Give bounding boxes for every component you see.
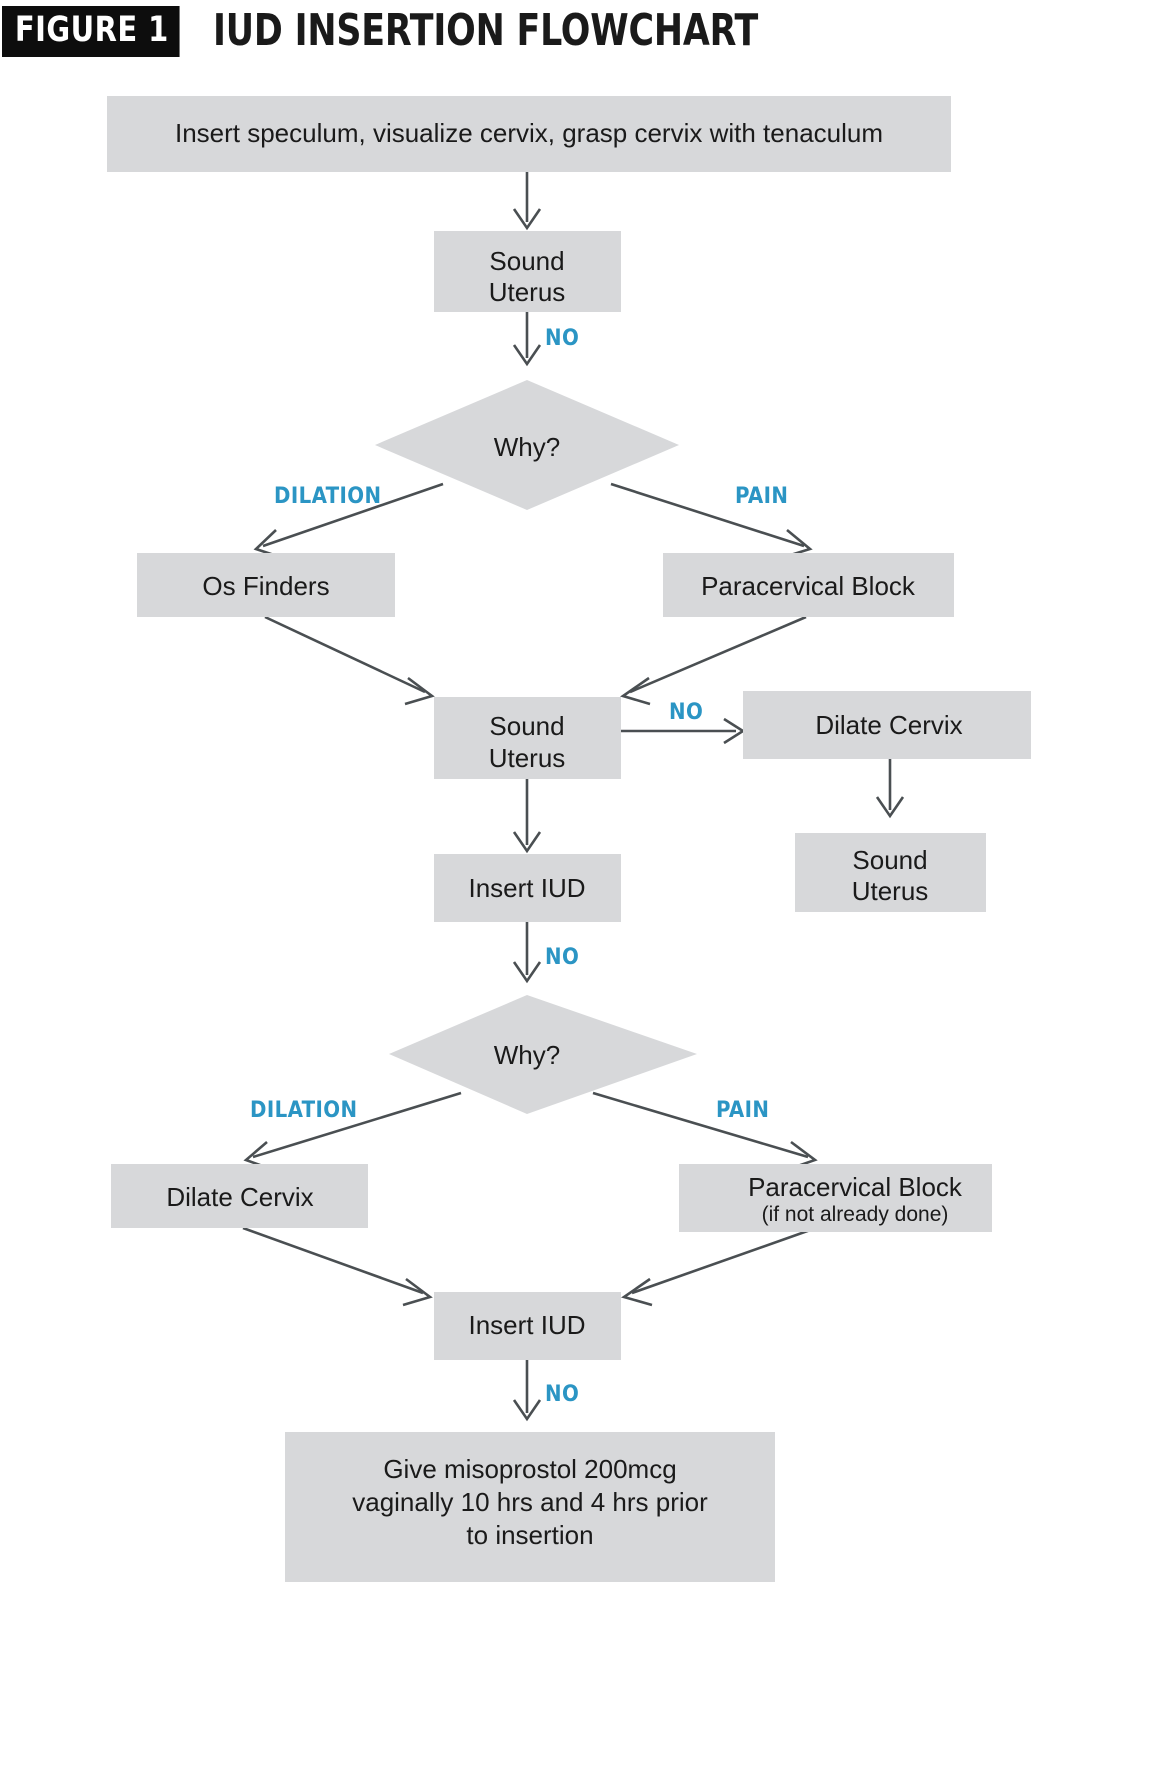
edge-n2-n3	[512, 312, 542, 367]
edge-n10-n12	[592, 1091, 818, 1171]
node-insert-iud-2: Insert IUD	[434, 1292, 621, 1360]
node-label-n9: Insert IUD	[468, 873, 585, 903]
node-label-n6-line1: Sound	[489, 711, 564, 741]
node-why-2: Why?	[389, 995, 697, 1114]
node-insert-speculum: Insert speculum, visualize cervix, grasp…	[107, 96, 951, 172]
node-dilate-cervix-2: Dilate Cervix	[111, 1164, 368, 1228]
edge-n7-n8	[875, 759, 905, 819]
node-label-n4: Os Finders	[202, 571, 329, 601]
node-label-n12: Paracervical Block	[748, 1172, 963, 1202]
node-label-n5: Paracervical Block	[701, 571, 916, 601]
edge-label-pain-2: PAIN	[716, 1098, 769, 1123]
node-dilate-cervix-1: Dilate Cervix	[743, 691, 1031, 759]
edge-layer	[242, 172, 905, 1422]
node-sublabel-n12: (if not already done)	[762, 1203, 949, 1226]
node-label-n3: Why?	[494, 432, 560, 462]
page-title: IUD INSERTION FLOWCHART	[213, 5, 759, 56]
edge-n5-n6	[620, 615, 807, 706]
node-label-n2-line2: Uterus	[489, 277, 566, 307]
node-label-n14-line3: to insertion	[466, 1520, 593, 1550]
node-sound-uterus-3: Sound Uterus	[795, 833, 986, 912]
edge-n9-n10	[512, 922, 542, 984]
edge-n1-n2	[512, 172, 542, 231]
node-label-n8-line1: Sound	[852, 845, 927, 875]
edge-label-no-3: NO	[545, 945, 579, 970]
edge-label-layer: NO DILATION PAIN NO NO DILATION PAIN NO	[250, 326, 788, 1407]
edge-label-no-4: NO	[545, 1382, 579, 1407]
node-label-n11: Dilate Cervix	[166, 1182, 313, 1212]
edge-label-no-2: NO	[669, 700, 703, 725]
node-label-n8-line2: Uterus	[852, 876, 929, 906]
node-label-n13: Insert IUD	[468, 1310, 585, 1340]
edge-label-dilation-1: DILATION	[274, 484, 381, 509]
node-why-1: Why?	[375, 380, 679, 510]
node-paracervical-block-1: Paracervical Block	[663, 553, 954, 617]
node-label-n6-line2: Uterus	[489, 743, 566, 773]
node-label-n7: Dilate Cervix	[815, 710, 962, 740]
node-label-n1: Insert speculum, visualize cervix, grasp…	[175, 118, 883, 148]
node-sound-uterus-2: Sound Uterus	[434, 697, 621, 779]
figure-header: FIGURE 1 IUD INSERTION FLOWCHART	[0, 0, 1171, 62]
edge-n11-n13	[242, 1226, 433, 1307]
node-sound-uterus-1: Sound Uterus	[434, 231, 621, 312]
edge-n4-n6	[264, 615, 435, 706]
edge-label-dilation-2: DILATION	[250, 1098, 357, 1123]
node-label-n2-line1: Sound	[489, 246, 564, 276]
node-os-finders: Os Finders	[137, 553, 395, 617]
edge-n13-n14	[512, 1360, 542, 1422]
node-give-misoprostol: Give misoprostol 200mcg vaginally 10 hrs…	[285, 1432, 775, 1582]
figure-number-badge: FIGURE 1	[2, 5, 180, 57]
edge-n6-n9	[512, 779, 542, 854]
node-label-n14-line2: vaginally 10 hrs and 4 hrs prior	[352, 1487, 708, 1517]
edge-label-pain-1: PAIN	[735, 484, 788, 509]
edge-label-no-1: NO	[545, 326, 579, 351]
node-paracervical-block-2: Paracervical Block (if not already done)	[679, 1164, 992, 1232]
node-label-n10: Why?	[494, 1040, 560, 1070]
edge-n12-n13	[621, 1226, 817, 1307]
node-insert-iud-1: Insert IUD	[434, 854, 621, 922]
node-label-n14-line1: Give misoprostol 200mcg	[383, 1454, 676, 1484]
